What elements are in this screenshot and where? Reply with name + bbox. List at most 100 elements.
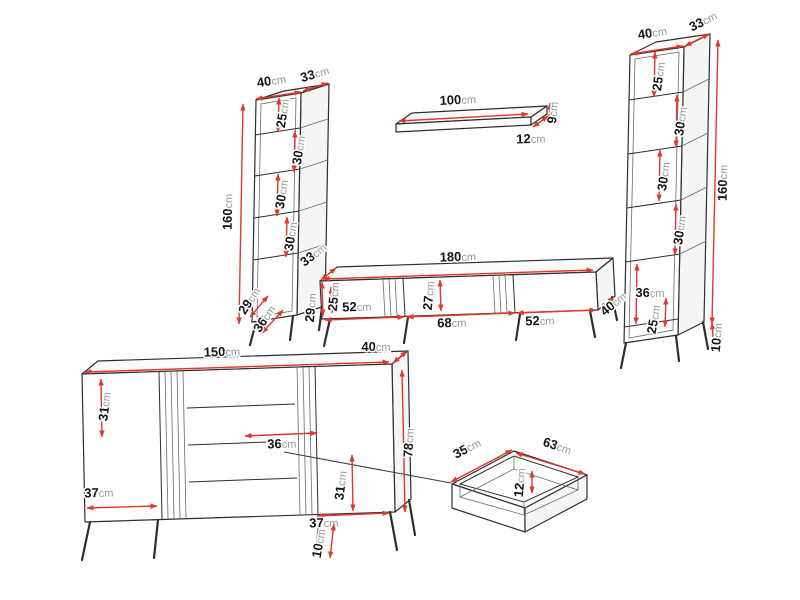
dim-label: 33cm — [687, 8, 720, 35]
dim-label: 30cm — [670, 215, 689, 246]
dim-sideboard-depth: 40cm — [360, 338, 408, 364]
dim-label: 52cm — [342, 298, 372, 314]
slat-line — [382, 278, 386, 318]
shelf-line — [627, 145, 683, 155]
dim-label: 30cm — [289, 135, 308, 166]
tv-stand-slats — [382, 274, 508, 318]
dim-line — [673, 94, 680, 148]
dim-label: 10cm — [309, 528, 329, 559]
slat-line — [296, 366, 301, 516]
dim-label: 31cm — [95, 391, 113, 422]
dim-label: 37cm — [84, 484, 114, 500]
dim-line — [261, 309, 284, 334]
shelf-line — [625, 253, 681, 263]
dim-drawer-width: 63cm — [515, 433, 586, 475]
cabinet-right: 40cm 33cm 25cm 160cm 30cm 30cm 30cm 36c — [619, 8, 732, 370]
dim-line — [651, 51, 658, 98]
dim-line — [684, 33, 710, 47]
dim-sideboard-shelf-right: 31cm — [330, 454, 356, 512]
dim-line — [399, 369, 408, 513]
dim-line — [672, 203, 679, 256]
dim-line — [274, 173, 281, 217]
sideboard-slats — [164, 365, 313, 520]
dim-line — [328, 286, 335, 314]
dim-line — [398, 111, 529, 124]
dim-line — [98, 378, 105, 438]
shelf-line — [626, 199, 682, 209]
leg — [588, 309, 597, 339]
dim-line — [302, 82, 329, 92]
slat-line — [394, 277, 398, 317]
dim-tv-stand-front: 29cm — [300, 281, 326, 324]
dim-line — [84, 359, 390, 375]
shelf-side-line — [297, 243, 327, 254]
leg — [402, 315, 410, 345]
dim-label: 36cm — [635, 285, 664, 300]
dim-wall-shelf-width: 100cm — [398, 90, 529, 124]
dim-line — [255, 90, 302, 101]
dim-cabinet-right-leg: 10cm — [706, 321, 726, 354]
dim-tv-stand-inner-front: 25cm — [323, 280, 344, 314]
cabinet-right-legs — [619, 320, 710, 370]
dim-label: 52cm — [525, 312, 555, 328]
dim-cabinet-left-depth: 33cm — [297, 62, 332, 92]
dim-line — [630, 44, 684, 56]
dim-label: 27cm — [420, 280, 437, 310]
dim-cabinet-right-bottom-a: 36cm — [633, 263, 666, 325]
leg — [674, 334, 681, 363]
dim-cabinet-right-bottom-b: 25cm — [642, 297, 669, 336]
dim-cabinet-left-shelf-4: 30cm — [279, 216, 302, 258]
dim-sideboard-leg: 10cm — [307, 523, 336, 560]
dim-line — [244, 430, 318, 439]
sideboard-body — [80, 350, 417, 562]
leg — [619, 341, 628, 370]
door-divider — [158, 370, 163, 520]
dim-line — [291, 130, 298, 173]
dim-cabinet-left-shelf-2: 30cm — [287, 130, 310, 173]
dim-label: 35cm — [451, 435, 484, 462]
shelf-side-line — [680, 186, 708, 201]
leg — [248, 320, 258, 347]
shelf-side-line — [681, 132, 709, 147]
dim-label: 160cm — [220, 194, 236, 231]
dim-line — [86, 503, 158, 511]
dim-line — [283, 216, 290, 258]
dim-label: 30cm — [671, 106, 690, 137]
dim-line — [249, 295, 269, 318]
dim-label: 40cm — [256, 71, 287, 90]
dim-sideboard-height: 78cm — [399, 369, 418, 513]
dim-label: 180cm — [439, 248, 476, 264]
dim-line — [515, 452, 586, 475]
dim-label: 36cm — [267, 435, 297, 451]
dim-label: 78cm — [400, 428, 417, 458]
dim-cabinet-right-shelf-4: 30cm — [669, 203, 690, 256]
dim-tv-stand-inner-height: 27cm — [418, 279, 444, 312]
dim-sideboard-mid-width: 36cm — [244, 430, 318, 453]
door-divider — [402, 277, 406, 317]
dim-line — [322, 267, 594, 282]
slat-line — [492, 275, 496, 315]
slat-line — [302, 366, 307, 516]
drawer-detail-leader-line — [283, 451, 452, 484]
dim-label: 12cm — [511, 467, 528, 497]
cabinet-left: 40cm 33cm 160cm 25cm 30cm 30cm 30cm 29c — [218, 62, 332, 347]
dim-label: 29cm — [302, 292, 319, 322]
shelf-side-line — [299, 159, 329, 170]
dim-tv-stand-door-left: 52cm — [324, 298, 405, 323]
dim-line — [236, 103, 246, 325]
dim-label: 25cm — [325, 281, 342, 311]
slat-line — [308, 365, 313, 515]
dim-line — [319, 281, 326, 317]
slat-line — [164, 370, 169, 520]
dim-cabinet-right-shelf-3: 30cm — [653, 149, 674, 202]
dim-tv-stand-door-right: 52cm — [516, 307, 597, 330]
slat-line — [176, 370, 181, 519]
dim-label: 9cm — [544, 101, 561, 124]
dim-line — [532, 115, 549, 128]
dim-label: 12cm — [516, 130, 546, 146]
dim-label: 33cm — [299, 62, 331, 85]
dim-line — [633, 263, 640, 325]
dim-line — [349, 454, 356, 512]
dim-cabinet-right-height: 160cm — [709, 39, 732, 325]
